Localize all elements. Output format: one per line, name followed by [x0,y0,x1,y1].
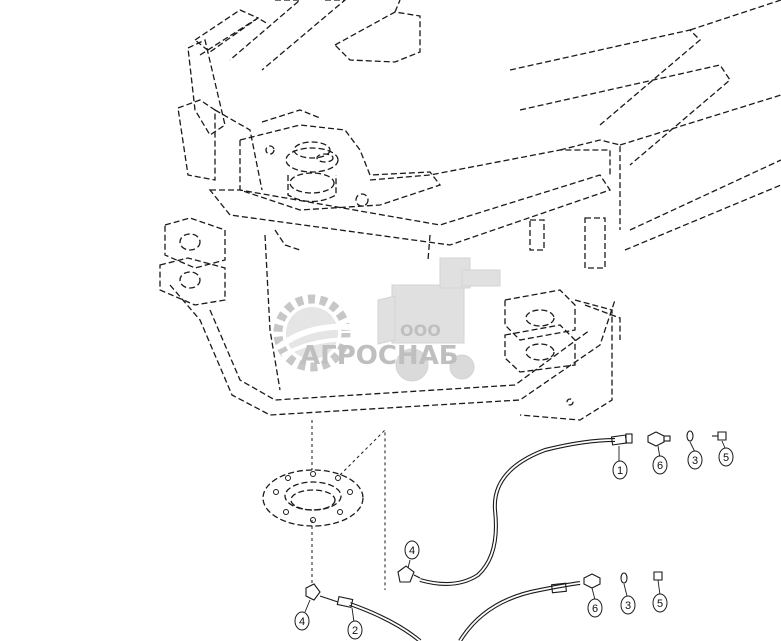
tractor-frame-assembly [159,0,781,421]
fittings [305,430,727,609]
elbow-fitting-4b [305,583,354,609]
svg-text:3: 3 [625,600,631,612]
gear-icon [273,294,366,372]
svg-text:5: 5 [723,452,729,464]
svg-text:5: 5 [657,598,663,610]
callout-3-upper: 3 [687,450,703,470]
svg-text:6: 6 [657,460,663,472]
callout-6-upper: 6 [652,455,668,475]
svg-text:6: 6 [592,603,598,615]
seal-washer-3b [620,572,628,584]
hydraulic-hoses [349,438,616,641]
bearing-ring [262,469,364,527]
harvester-icon [377,257,501,382]
bleed-screw-5a [712,431,727,441]
callout-2: 2 [347,620,363,640]
callout-4-upper: 4 [404,540,420,560]
elbow-fitting-4a [397,565,421,583]
callout-5-upper: 5 [718,447,734,467]
callouts: 1 2 3 3 4 4 5 5 [294,447,734,640]
hose-end-fitting-lower [551,582,567,594]
callout-5-lower: 5 [652,593,668,613]
svg-text:4: 4 [299,616,305,628]
adapter-fitting-6b [583,573,601,589]
adapter-fitting-6a [647,431,671,447]
agrosnab-watermark: ООО АГРОСНАБ [273,257,501,382]
watermark-company-type: ООО [400,321,441,340]
svg-text:1: 1 [617,465,623,477]
callout-4-lower: 4 [294,611,310,631]
bleed-screw-5b [653,571,663,581]
hose-1 [419,438,616,586]
assembly-centerline [311,420,386,590]
watermark-company-name: АГРОСНАБ [300,341,459,371]
svg-text:4: 4 [409,545,415,557]
seal-washer-3a [686,430,694,442]
svg-text:2: 2 [352,625,358,637]
hose-end-fitting-upper [610,433,633,446]
callout-6-lower: 6 [587,598,603,618]
callout-1: 1 [612,460,628,480]
callout-3-lower: 3 [620,595,636,615]
svg-text:3: 3 [692,455,698,467]
